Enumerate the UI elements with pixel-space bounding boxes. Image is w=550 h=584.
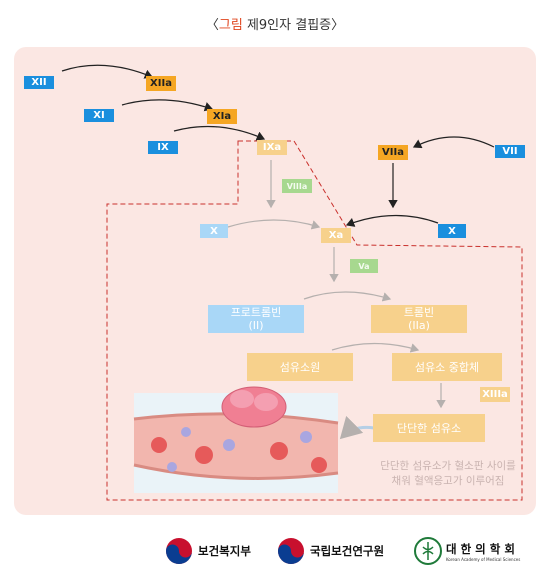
factor-xa: Xa <box>321 228 351 243</box>
prothrombin-label: 프로트롬빈 <box>230 306 282 319</box>
arrow-prothrombin-thrombin <box>303 291 392 302</box>
title-bracket-open: 〈 <box>205 18 219 33</box>
thrombin-box: 트롬빈 (IIa) <box>371 305 467 333</box>
arrow-x-xa <box>227 219 321 230</box>
thrombin-code: (IIa) <box>408 319 430 332</box>
prothrombin-box: 프로트롬빈 (II) <box>208 305 304 333</box>
org-mohw: 보건복지부 <box>198 544 251 558</box>
footer-logo-kams: 대 한 의 학 회 Korean Academy of Medical Scie… <box>413 534 520 568</box>
arrow-vii-viia <box>412 136 495 149</box>
footer-logo-nih: 국립보건연구원 <box>277 534 384 568</box>
thrombin-label: 트롬빈 <box>403 306 435 319</box>
affected-region-outline <box>106 140 523 501</box>
factor-xi: XI <box>84 109 114 122</box>
kams-emblem-icon <box>414 537 442 565</box>
factor-xiia: XIIa <box>146 76 176 91</box>
clotting-note: 단단한 섬유소가 혈소판 사이를 채워 혈액응고가 이루어짐 <box>359 459 537 489</box>
figure-title: 〈그림 제9인자 결핍증〉 <box>0 14 550 33</box>
arrow-xi-xia <box>121 99 214 112</box>
factor-viiia: VIIIa <box>282 179 312 193</box>
diagram-panel: XII XIIa XI XIa IX IXa VIIIa VII VIIa X … <box>14 47 536 515</box>
factor-x: X <box>200 224 228 238</box>
title-text: 제9인자 결핍증 <box>242 18 332 33</box>
factor-va: Va <box>350 259 378 273</box>
prothrombin-code: (II) <box>248 319 264 332</box>
taegeuk-icon <box>166 538 192 564</box>
arrow-xii-xiia <box>61 64 154 79</box>
arrow-fibrinogen-polymer <box>331 342 420 353</box>
note-line-2: 채워 혈액응고가 이루어짐 <box>391 475 505 487</box>
stable-fibrin-box: 단단한 섬유소 <box>373 414 485 442</box>
org-kams-sub: Korean Academy of Medical Sciences <box>446 556 521 562</box>
blood-vessel-illustration <box>133 386 339 493</box>
fibrin-polymer-box: 섬유소 중합체 <box>392 353 502 381</box>
footer-logo-mohw: 보건복지부 <box>165 534 251 568</box>
factor-ixa: IXa <box>257 140 287 155</box>
factor-x-target: X <box>438 224 466 238</box>
taegeuk-icon <box>278 538 304 564</box>
note-line-1: 단단한 섬유소가 혈소판 사이를 <box>380 460 516 472</box>
arrow-viia-xa <box>345 214 439 227</box>
fibrinogen-box: 섬유소원 <box>247 353 353 381</box>
factor-xia: XIa <box>207 109 237 124</box>
factor-xiiia: XIIIa <box>480 387 510 402</box>
factor-viia: VIIa <box>378 145 408 160</box>
title-highlight: 그림 <box>218 18 243 33</box>
arrow-ix-ixa <box>173 125 266 141</box>
title-bracket-close: 〉 <box>331 18 345 33</box>
factor-ix: IX <box>148 141 178 154</box>
arrow-fibrin-vessel <box>339 415 375 440</box>
factor-vii: VII <box>495 145 525 158</box>
arrow-layer <box>61 64 523 501</box>
org-nih: 국립보건연구원 <box>310 544 385 558</box>
org-kams: 대 한 의 학 회 <box>446 541 515 556</box>
factor-xii: XII <box>24 76 54 89</box>
